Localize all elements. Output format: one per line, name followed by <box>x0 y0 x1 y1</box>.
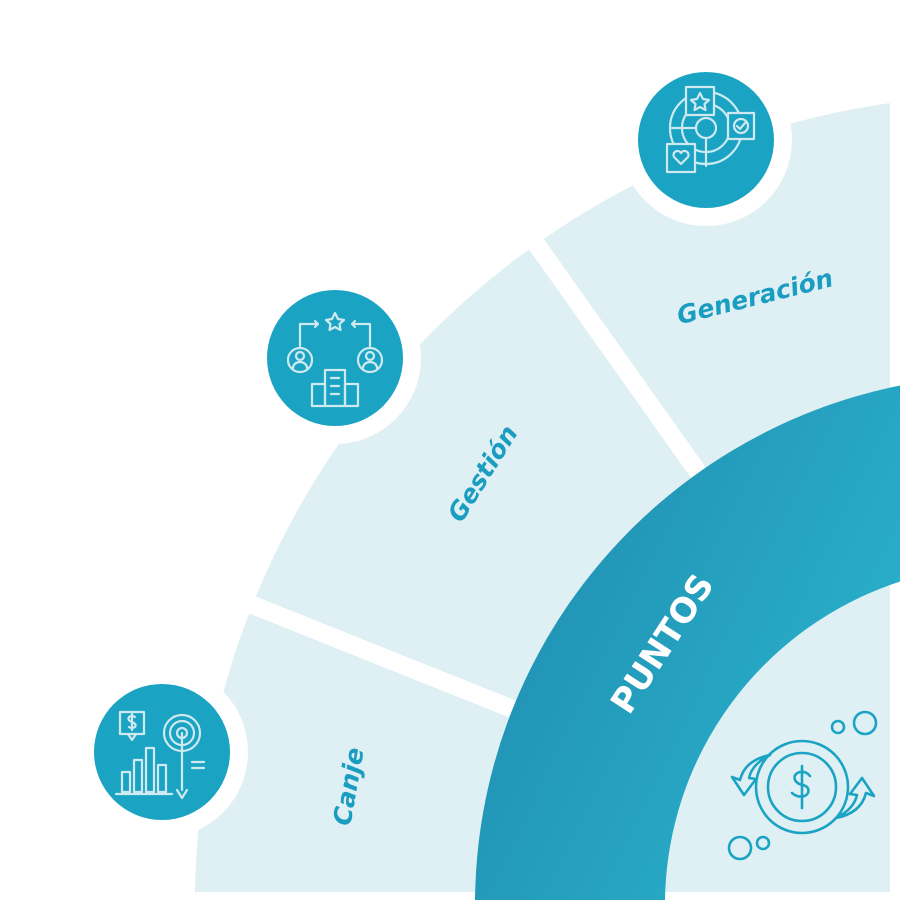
chart-target-icon <box>76 666 248 838</box>
people-building-icon <box>249 272 421 444</box>
target-rating-icon <box>620 54 792 226</box>
money-exchange-icon <box>727 710 878 861</box>
puntos-ring <box>475 385 900 900</box>
divider-generacion-gestion <box>497 194 723 502</box>
divider-gestion-canje <box>196 575 524 721</box>
